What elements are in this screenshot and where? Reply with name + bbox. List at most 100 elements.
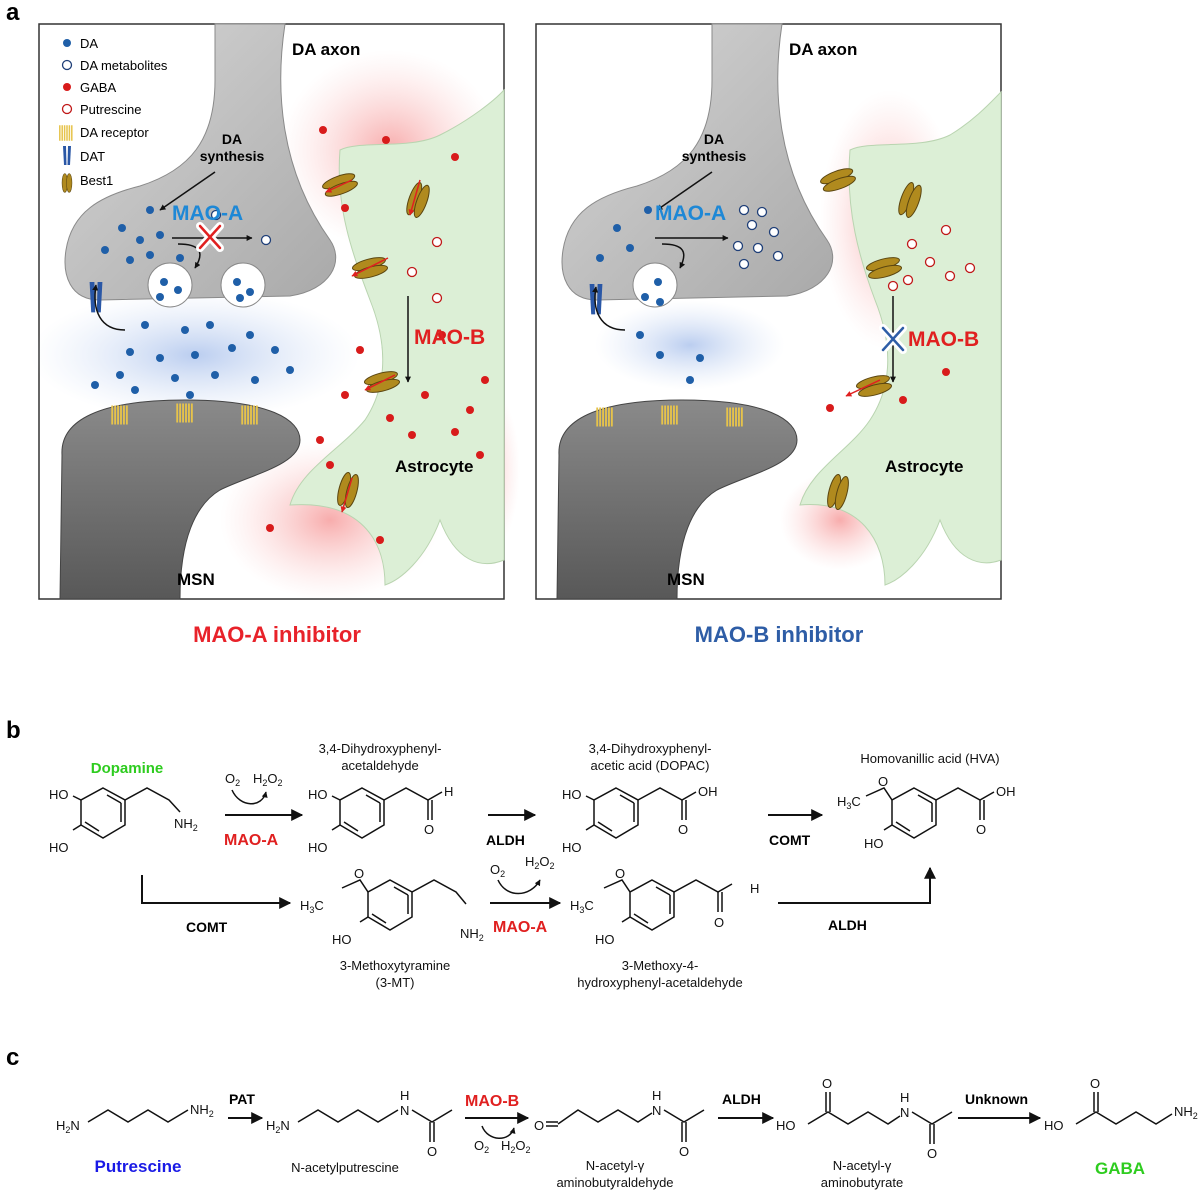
o-label: O	[354, 866, 364, 881]
da-axon-label: DA axon	[292, 40, 360, 59]
hva-name: Homovanillic acid (HVA)	[860, 751, 999, 766]
hva-structure: Homovanillic acid (HVA) H3C O HO O OH	[837, 751, 1016, 851]
o-label: O	[878, 774, 888, 789]
dopamine-structure: Dopamine HO HO NH2	[49, 760, 198, 855]
synthesis-arrow	[656, 171, 713, 211]
da-synthesis-label-2: synthesis	[200, 148, 265, 164]
aldh-enzyme: ALDH	[486, 832, 525, 848]
msn-label: MSN	[667, 570, 705, 589]
dhpa-name-2: acetaldehyde	[341, 758, 418, 773]
h3c-label: H3C	[570, 898, 594, 915]
nh2-label: NH2	[190, 1102, 214, 1119]
3mt-structure: H3C O HO NH2 3-Methoxytyramine (3-MT)	[300, 866, 484, 990]
o2-label: O2	[225, 771, 240, 788]
ho-label: HO	[595, 932, 615, 947]
mao-b-step: MAO-B O2 H2O2	[465, 1093, 531, 1155]
ho-label: HO	[49, 787, 69, 802]
da-synthesis-label-1: DA	[222, 131, 242, 147]
panel-a-right: DA axon DA synthesis MAO-A MAO-B Astrocy…	[535, 23, 1002, 600]
ho-label: HO	[308, 840, 328, 855]
legend-da-metabolites: DA metabolites	[80, 58, 168, 73]
gaba-dots	[826, 368, 950, 412]
gaba-name: GABA	[1095, 1159, 1145, 1178]
synaptic-glow	[595, 300, 785, 390]
mao-b-label: MAO-B	[908, 328, 979, 351]
da-axon-shape	[64, 23, 337, 301]
o-label: O	[822, 1076, 832, 1091]
aldh-enzyme: ALDH	[828, 917, 867, 933]
ho-label: HO	[776, 1118, 796, 1133]
ho-label: HO	[864, 836, 884, 851]
legend: DA DA metabolites GABA Putrescine DA rec…	[59, 36, 168, 193]
efflux-arrow	[351, 257, 389, 277]
dhpa-structure: 3,4-Dihydroxyphenyl- acetaldehyde HO HO …	[308, 741, 453, 855]
ho-label: HO	[308, 787, 328, 802]
reuptake-arrow	[592, 286, 626, 331]
ho-label: HO	[332, 932, 352, 947]
legend-gaba: GABA	[80, 80, 116, 95]
putrescine-name: Putrescine	[95, 1157, 182, 1176]
butyrate-structure: HO O H N O N-acetyl-γ aminobutyrate	[776, 1076, 953, 1190]
efflux-arrow	[340, 477, 353, 513]
mhpa-name-1: 3-Methoxy-4-	[622, 958, 699, 973]
reuptake-arrow	[92, 284, 126, 331]
o-label: O	[1090, 1076, 1100, 1091]
o-label: O	[714, 915, 724, 930]
mhpa-structure: H3C O HO O H 3-Methoxy-4- hydroxyphenyl-…	[570, 866, 759, 990]
da-axon-label: DA axon	[789, 40, 857, 59]
legend-best1: Best1	[80, 173, 113, 188]
da-synthesis-label-2: synthesis	[682, 148, 747, 164]
da-metabolite-circle-icon	[61, 59, 73, 71]
mao-b-label: MAO-B	[414, 326, 485, 349]
h2n-label: H2N	[56, 1118, 80, 1135]
oh-label: OH	[996, 784, 1016, 799]
dopac-name-2: acetic acid (DOPAC)	[591, 758, 710, 773]
mao-a-step-2: O2 H2O2 MAO-A	[490, 854, 562, 936]
o-label: O	[927, 1146, 937, 1161]
oh-label: OH	[698, 784, 718, 799]
panel-a-label: a	[6, 0, 20, 26]
astrocyte-shape	[799, 90, 1002, 586]
efflux-arrow	[845, 379, 881, 397]
panel-c-label: c	[6, 1044, 19, 1071]
o-label: O	[976, 822, 986, 837]
ho-label: HO	[1044, 1118, 1064, 1133]
nacetylputrescine-structure: H2N H N O N-acetylputrescine	[266, 1088, 453, 1175]
comt-enzyme: COMT	[769, 832, 811, 848]
vesicle	[632, 262, 678, 308]
mao-a-label: MAO-A	[172, 202, 243, 225]
msn-label: MSN	[177, 570, 215, 589]
n-label: N	[652, 1103, 661, 1118]
o-label: O	[534, 1118, 544, 1133]
ho-label: HO	[49, 840, 69, 855]
3mt-name-1: 3-Methoxytyramine	[340, 958, 451, 973]
da-dot-icon	[63, 39, 71, 47]
nh-label: H	[400, 1088, 409, 1103]
o-label: O	[427, 1144, 437, 1159]
mao-a-step-1: O2 H2O2 MAO-A	[224, 771, 304, 849]
inhibition-x-icon	[879, 324, 907, 354]
comt-enzyme: COMT	[186, 919, 228, 935]
butyrate-name-1: N-acetyl-γ	[833, 1158, 892, 1173]
dhpa-name-1: 3,4-Dihydroxyphenyl-	[319, 741, 442, 756]
astrocyte-shape	[289, 88, 505, 586]
nh2-label: NH2	[174, 816, 198, 833]
efflux-arrow	[325, 179, 353, 193]
da-axon-shape	[561, 23, 834, 301]
astrocyte-label: Astrocyte	[885, 457, 963, 476]
bent-arrow	[141, 875, 292, 909]
efflux-arrow	[408, 179, 421, 216]
da-metabolite	[210, 209, 222, 221]
gaba-dot-icon	[63, 83, 71, 91]
mao-b-enzyme: MAO-B	[465, 1093, 519, 1110]
legend-da-receptor: DA receptor	[80, 125, 149, 140]
n-label: N	[400, 1103, 409, 1118]
aldehyde-structure: O H N O N-acetyl-γ aminobutyraldehyde	[534, 1088, 705, 1190]
nacetylputrescine-name: N-acetylputrescine	[291, 1160, 399, 1175]
gaba-structure: HO O NH2 GABA	[1044, 1076, 1198, 1178]
h3c-label: H3C	[300, 898, 324, 915]
putrescine-circles	[406, 236, 443, 304]
vesicle	[147, 262, 193, 308]
h-label: H	[750, 881, 759, 896]
